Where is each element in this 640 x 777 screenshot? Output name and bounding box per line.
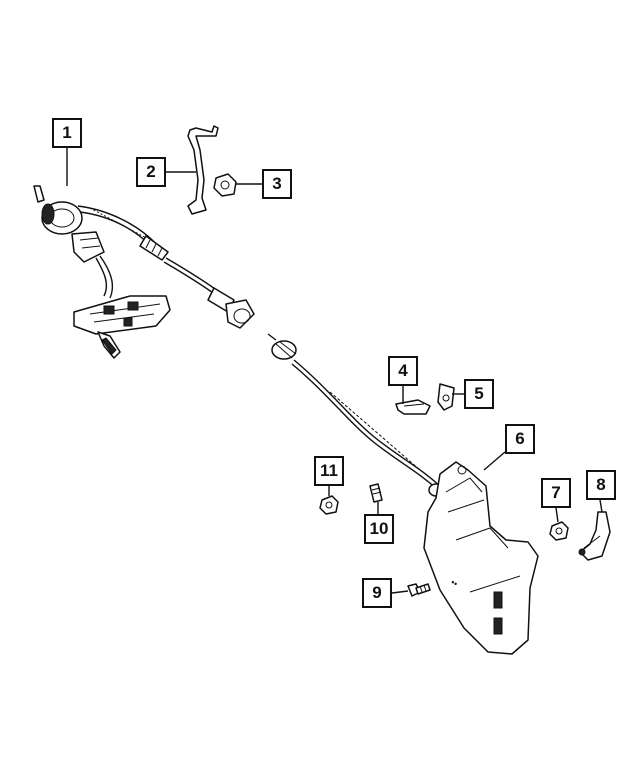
callout-7: 7 bbox=[541, 478, 571, 508]
svg-text:••: •• bbox=[449, 577, 459, 589]
callout-4: 4 bbox=[388, 356, 418, 386]
callout-2: 2 bbox=[136, 157, 166, 187]
part-11-nut bbox=[319, 495, 339, 515]
part-7-nut bbox=[549, 521, 569, 541]
part-1-shifter-assembly bbox=[33, 185, 255, 359]
callout-11: 11 bbox=[314, 456, 344, 486]
part-2-cable-retainer bbox=[187, 125, 219, 215]
part-3-nut bbox=[213, 173, 237, 197]
part-10-stud bbox=[369, 483, 383, 503]
part-8-bracket bbox=[578, 511, 611, 561]
callout-5: 5 bbox=[464, 379, 494, 409]
callout-6: 6 bbox=[505, 424, 535, 454]
callout-8: 8 bbox=[586, 470, 616, 500]
part-6-bracket: •• bbox=[423, 461, 539, 655]
part-9-bolt bbox=[407, 583, 431, 597]
callout-3: 3 bbox=[262, 169, 292, 199]
part-4-clip bbox=[395, 399, 431, 415]
leader-lines bbox=[66, 146, 603, 594]
callout-10: 10 bbox=[364, 514, 394, 544]
callout-1: 1 bbox=[52, 118, 82, 148]
callout-9: 9 bbox=[362, 578, 392, 608]
part-5-clip bbox=[437, 383, 455, 411]
